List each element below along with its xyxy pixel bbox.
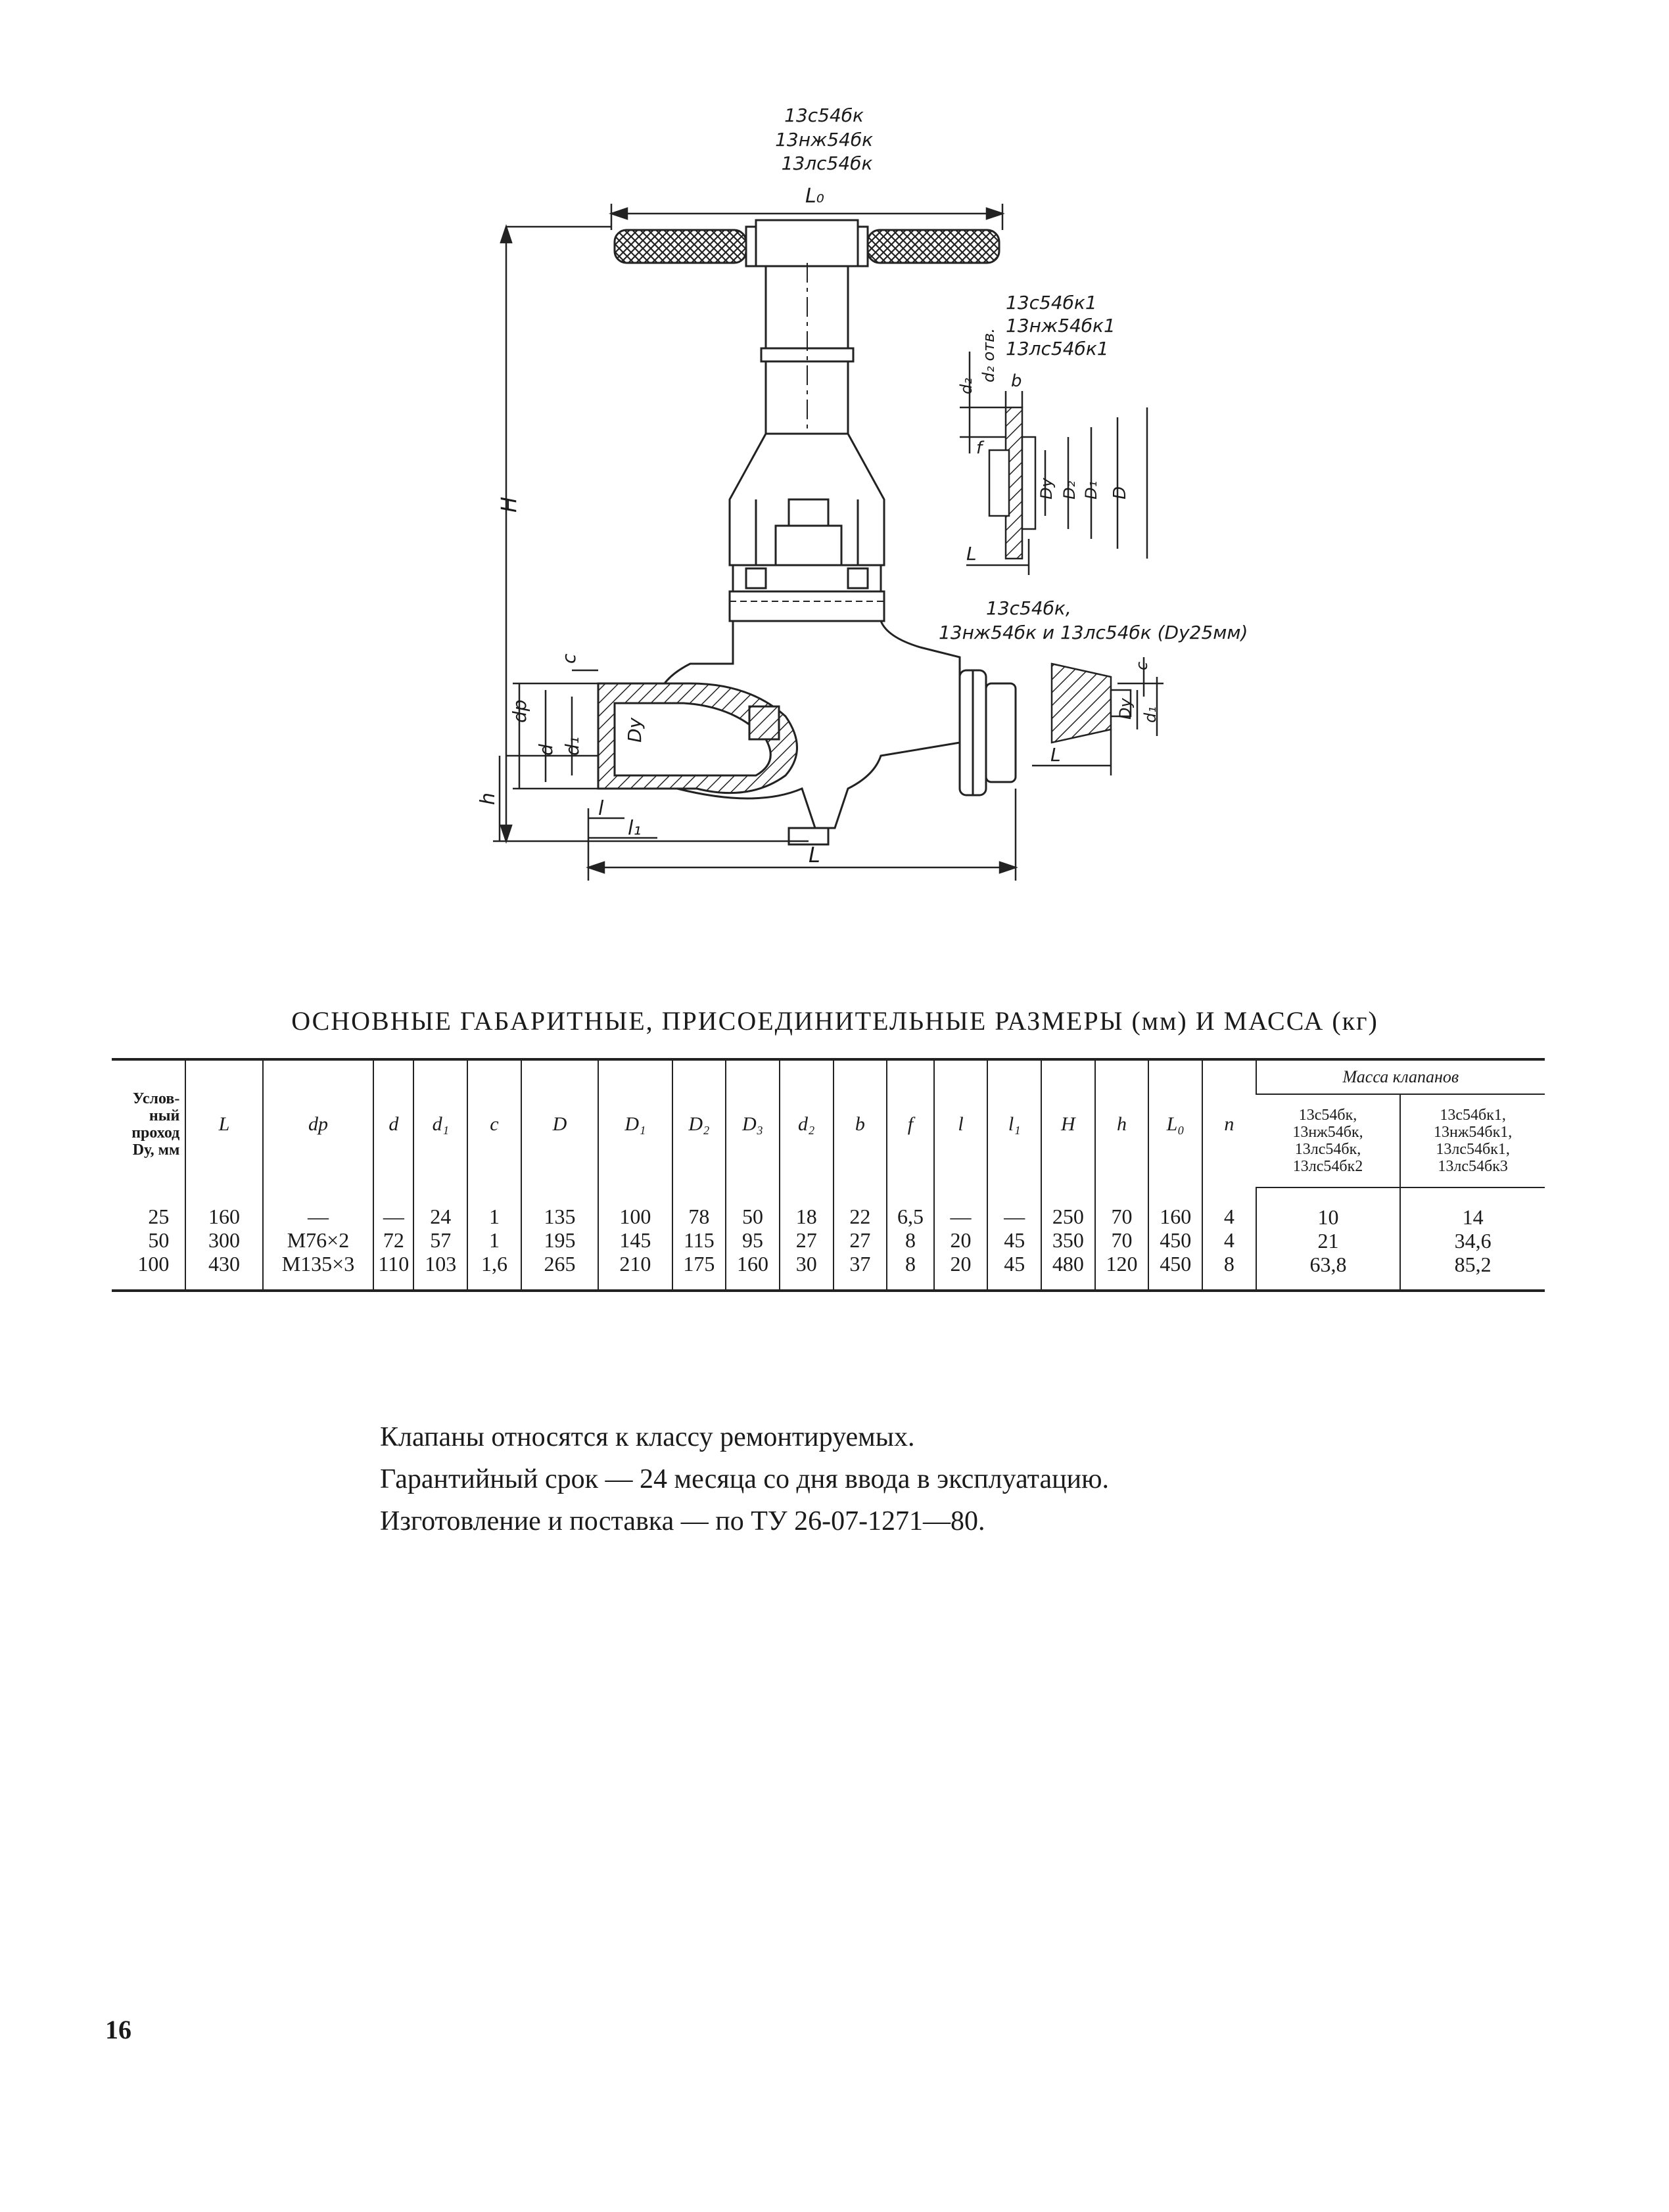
header-d1: d₁ <box>413 1058 468 1187</box>
header-c: c <box>467 1058 521 1187</box>
svg-text:l: l <box>598 797 604 820</box>
header-mass-group2: 13с54бк1, 13нж54бк1, 13лс54бк1, 13лс54бк… <box>1399 1094 1545 1188</box>
weld-end-detail <box>1032 657 1164 775</box>
flange-detail <box>960 352 1148 575</box>
notes: Клапаны относятся к классу ремонтируемых… <box>380 1416 1563 1542</box>
svg-text:L: L <box>809 842 820 867</box>
svg-text:D: D <box>1110 486 1130 499</box>
header-l1: l₁ <box>987 1058 1042 1187</box>
note-repairable: Клапаны относятся к классу ремонтируемых… <box>380 1422 915 1452</box>
header-mass: Масса клапанов <box>1255 1058 1545 1095</box>
svg-text:d₂ отв.: d₂ отв. <box>979 328 998 382</box>
header-d2: d₂ <box>778 1058 834 1187</box>
header-L: L <box>185 1058 263 1187</box>
header-D3: D₃ <box>725 1058 780 1187</box>
dimension-H <box>493 224 809 844</box>
svg-text:Dy: Dy <box>1037 478 1056 499</box>
header-D2: D₂ <box>671 1058 726 1187</box>
svg-text:b: b <box>1011 371 1022 391</box>
dimension-L0 <box>609 204 1005 230</box>
header-d: d <box>373 1058 414 1187</box>
header-l: l <box>933 1058 988 1187</box>
header-D1: D₁ <box>598 1058 672 1187</box>
svg-text:c: c <box>558 653 580 664</box>
header-H: H <box>1041 1058 1095 1187</box>
valve-yoke <box>728 432 885 622</box>
note-warranty: Гарантийный срок — 24 месяца со дня ввод… <box>380 1464 1109 1494</box>
svg-text:L: L <box>1050 744 1061 766</box>
svg-text:Dy: Dy <box>624 717 646 743</box>
outlet-nipple <box>958 669 1017 796</box>
svg-text:D₁: D₁ <box>1082 481 1100 499</box>
svg-text:dр: dр <box>509 699 530 723</box>
valve-drawing: 13с54бк 13нж54бк 13лс54бк 13с54бк1 13нж5… <box>477 104 1248 881</box>
svg-text:l₁: l₁ <box>628 817 641 840</box>
svg-text:h: h <box>477 793 500 805</box>
valve-body <box>597 620 961 846</box>
header-dp: dр <box>262 1058 374 1187</box>
svg-text:f: f <box>976 438 985 458</box>
svg-text:d₁: d₁ <box>1141 706 1160 723</box>
svg-text:L: L <box>966 543 977 565</box>
header-dn: Услов- ный проход Dу, мм <box>112 1058 186 1187</box>
svg-text:d₂: d₂ <box>957 378 976 394</box>
svg-text:L₀: L₀ <box>805 185 824 208</box>
svg-text:H: H <box>496 497 521 513</box>
header-b: b <box>832 1058 887 1187</box>
header-mass-group1: 13с54бк, 13нж54бк, 13лс54бк, 13лс54бк2 <box>1256 1094 1401 1188</box>
header-L0: L₀ <box>1148 1058 1203 1187</box>
variant-label-mid: 13с54бк1 13нж54бк1 13лс54бк1 <box>1006 292 1121 359</box>
page-number: 16 <box>105 2015 131 2044</box>
svg-text:Dy: Dy <box>1116 698 1135 720</box>
header-f: f <box>886 1058 934 1187</box>
dimension-bottom <box>586 789 1018 881</box>
dimension-left-diameters <box>513 669 598 790</box>
header-D: D <box>520 1058 599 1187</box>
svg-text:D₂: D₂ <box>1060 481 1079 499</box>
svg-text:d: d <box>535 744 557 756</box>
svg-text:d₁: d₁ <box>561 737 583 756</box>
table-title: ОСНОВНЫЕ ГАБАРИТНЫЕ, ПРИСОЕДИНИТЕЛЬНЫЕ Р… <box>291 1006 1378 1036</box>
handle-bar <box>613 219 1000 267</box>
header-h: h <box>1094 1058 1149 1187</box>
dimension-h <box>498 754 598 841</box>
header-n: n <box>1202 1058 1256 1187</box>
svg-text:c: c <box>1133 662 1151 670</box>
dimensions-table: Услов- ный проход Dу, мм L dр d d₁ c D D… <box>112 1058 1545 1292</box>
variant-label-bottom: 13с54бк, 13нж54бк и 13лс54бк (Dy25мм) <box>939 597 1248 643</box>
variant-label-top: 13с54бк 13нж54бк 13лс54бк <box>775 104 879 174</box>
note-spec: Изготовление и поставка — по ТУ 26-07-12… <box>380 1506 985 1536</box>
